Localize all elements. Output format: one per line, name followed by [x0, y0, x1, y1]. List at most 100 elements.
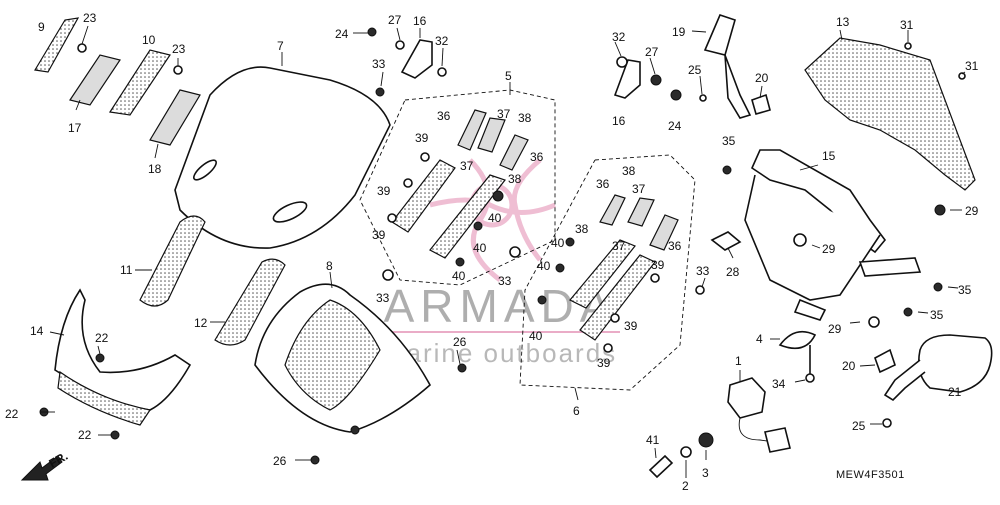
- part-number: 12: [194, 316, 208, 330]
- part-number: 39: [624, 319, 638, 333]
- part-number: 41: [646, 433, 660, 447]
- part-number: 40: [551, 236, 565, 250]
- front-cowl: [254, 271, 432, 433]
- part-number: 40: [488, 211, 502, 225]
- part-number: 15: [822, 149, 836, 163]
- part-number: 3: [702, 466, 709, 480]
- part-number: 40: [529, 329, 543, 343]
- part-number: 27: [388, 13, 402, 27]
- inner-side-panels: [139, 215, 286, 346]
- part-number: 22: [78, 428, 92, 442]
- part-number: 32: [612, 30, 626, 44]
- part-number: 1: [735, 354, 742, 368]
- part-number: 22: [5, 407, 19, 421]
- part-number: 20: [755, 71, 769, 85]
- assembly-5-box: [359, 82, 556, 286]
- part-number: 33: [498, 274, 512, 288]
- part-number: 39: [415, 131, 429, 145]
- part-number: 32: [435, 34, 449, 48]
- watermark-brand: ARMADA: [384, 280, 617, 332]
- part-number: 36: [596, 177, 610, 191]
- part-number: 7: [277, 39, 284, 53]
- part-number: 26: [273, 454, 287, 468]
- part-number: 38: [518, 111, 532, 125]
- windscreen: [174, 52, 391, 249]
- part-number: 19: [672, 25, 686, 39]
- part-number: 16: [612, 114, 626, 128]
- part-number-labels: 1 2 3 4 5 6 7 8 9 10 11 12 13 14 15 16 1…: [5, 11, 979, 493]
- assembly-6-box: [519, 154, 696, 401]
- part-number: 20: [842, 359, 856, 373]
- part-number: 13: [836, 15, 850, 29]
- part-number: 6: [573, 404, 580, 418]
- part-number: 21: [948, 385, 962, 399]
- part-number: 14: [30, 324, 44, 338]
- fasteners: [39, 27, 705, 465]
- part-number: 9: [38, 20, 45, 34]
- part-number: 29: [822, 242, 836, 256]
- part-number: 22: [95, 331, 109, 345]
- part-number: 36: [437, 109, 451, 123]
- part-number: 26: [453, 335, 467, 349]
- part-number: 29: [965, 204, 979, 218]
- part-number: 29: [828, 322, 842, 336]
- wire-harness: [648, 377, 791, 479]
- part-number: 33: [372, 57, 386, 71]
- part-number: 36: [530, 150, 544, 164]
- part-number: 25: [852, 419, 866, 433]
- part-number: 38: [622, 164, 636, 178]
- diagram-code: MEW4F3501: [836, 469, 905, 481]
- watermark: ARMADA marine outboards: [380, 158, 620, 368]
- mirror-brackets: [400, 39, 707, 102]
- part-number: 33: [376, 291, 390, 305]
- part-number: 40: [452, 269, 466, 283]
- clip-bracket: [710, 231, 742, 251]
- part-number: 35: [958, 283, 972, 297]
- part-number: 40: [537, 259, 551, 273]
- part-number: 4: [756, 332, 763, 346]
- part-number: 2: [682, 479, 689, 493]
- part-number: 27: [645, 45, 659, 59]
- lower-cowl: [49, 288, 192, 426]
- part-number: 37: [632, 182, 646, 196]
- part-number: 23: [83, 11, 97, 25]
- part-number: 5: [505, 69, 512, 83]
- part-number: 40: [473, 241, 487, 255]
- part-number: 39: [372, 228, 386, 242]
- upper-panel: [804, 37, 976, 191]
- part-number: 10: [142, 33, 156, 47]
- part-number: 28: [726, 265, 740, 279]
- part-number: 31: [900, 18, 914, 32]
- part-number: 35: [930, 308, 944, 322]
- part-number: 37: [497, 107, 511, 121]
- stay-frame: [722, 149, 946, 328]
- part-number: 38: [575, 222, 589, 236]
- part-number: 39: [597, 356, 611, 370]
- part-number: 35: [722, 134, 736, 148]
- part-number: 38: [508, 172, 522, 186]
- rear-mirror: [874, 334, 993, 428]
- part-number: 39: [377, 184, 391, 198]
- part-number: 17: [68, 121, 82, 135]
- cover-clip: [778, 330, 817, 383]
- part-number: 31: [965, 59, 979, 73]
- mirror-stay: [691, 14, 771, 119]
- inner-rails: [391, 109, 679, 341]
- front-direction-arrow: FR.: [20, 449, 70, 481]
- part-number: 37: [460, 159, 474, 173]
- part-number: 25: [688, 63, 702, 77]
- part-number: 36: [668, 239, 682, 253]
- watermark-tagline: marine outboards: [383, 338, 617, 368]
- part-number: 37: [612, 239, 626, 253]
- part-number: 34: [772, 377, 786, 391]
- part-number: 16: [413, 14, 427, 28]
- part-number: 8: [326, 259, 333, 273]
- part-number: 23: [172, 42, 186, 56]
- part-number: 11: [120, 263, 133, 277]
- part-number: 24: [335, 27, 349, 41]
- part-number: 33: [696, 264, 710, 278]
- part-number: 18: [148, 162, 162, 176]
- part-number: 39: [651, 258, 665, 272]
